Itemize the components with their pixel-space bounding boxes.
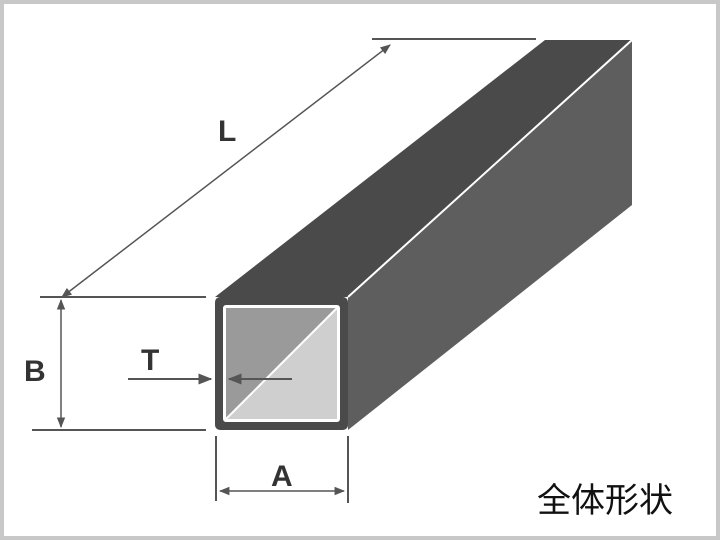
label-L: L — [218, 115, 236, 148]
dimension-width: A — [215, 436, 349, 503]
dimension-thickness: T — [128, 344, 292, 385]
label-B: B — [24, 355, 46, 388]
dimension-height: B — [24, 296, 206, 431]
tube-body — [215, 39, 633, 430]
label-T: T — [141, 344, 159, 377]
label-A: A — [271, 460, 293, 493]
tube-side-face — [348, 40, 632, 430]
dimension-length: L — [61, 38, 536, 298]
diagram-caption: 全体形状 — [537, 481, 673, 521]
